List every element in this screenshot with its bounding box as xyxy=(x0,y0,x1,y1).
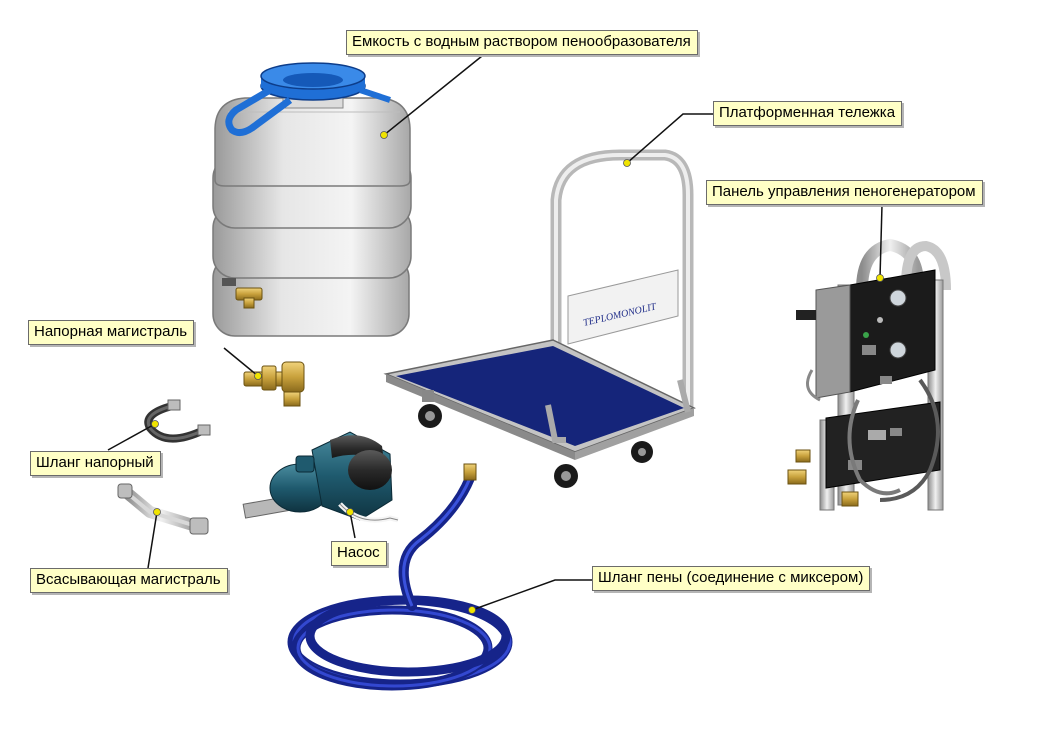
foam-generator-control-panel xyxy=(787,238,951,511)
suction-line-leader-dot xyxy=(153,508,161,516)
pressure-line-leader-dot xyxy=(254,372,262,380)
trolley-leader-line xyxy=(626,113,713,164)
tank-label: Емкость с водным раствором пенообразоват… xyxy=(346,30,698,55)
foam-hose-leader-dot xyxy=(468,606,476,614)
foam-hose-label: Шланг пены (соединение с миксером) xyxy=(592,566,871,591)
suction-line-leader-line xyxy=(147,511,158,569)
panel-leader-dot xyxy=(876,274,884,282)
suction-line xyxy=(117,483,209,535)
panel-label: Панель управления пеногенератором xyxy=(706,180,983,205)
pressure-hose xyxy=(144,399,211,443)
trolley-label: Платформенная тележка xyxy=(713,101,903,126)
pump-label: Насос xyxy=(331,541,387,566)
panel-leader-line xyxy=(879,204,883,279)
trolley-leader-dot xyxy=(623,159,631,167)
pressure-line-leader-line xyxy=(223,347,259,377)
pressure-line-label: Напорная магистраль xyxy=(28,320,195,345)
foam-hose-leader-line xyxy=(471,579,592,611)
pressure-hose-label: Шланг напорный xyxy=(30,451,161,476)
tank-leader-line xyxy=(383,51,488,136)
pump-leader-line xyxy=(349,511,356,539)
pump xyxy=(242,431,399,523)
tank-leader-dot xyxy=(380,131,388,139)
suction-line-label: Всасывающая магистраль xyxy=(30,568,228,593)
pressure-hose-leader-line xyxy=(107,423,156,451)
pressure-hose-leader-dot xyxy=(151,420,159,428)
pressure-line-fitting xyxy=(243,361,305,407)
foam-solution-tank xyxy=(212,62,412,337)
platform-trolley: TEPLOMONOLIT xyxy=(383,149,696,488)
foam-hose xyxy=(287,463,513,691)
pump-leader-dot xyxy=(346,508,354,516)
